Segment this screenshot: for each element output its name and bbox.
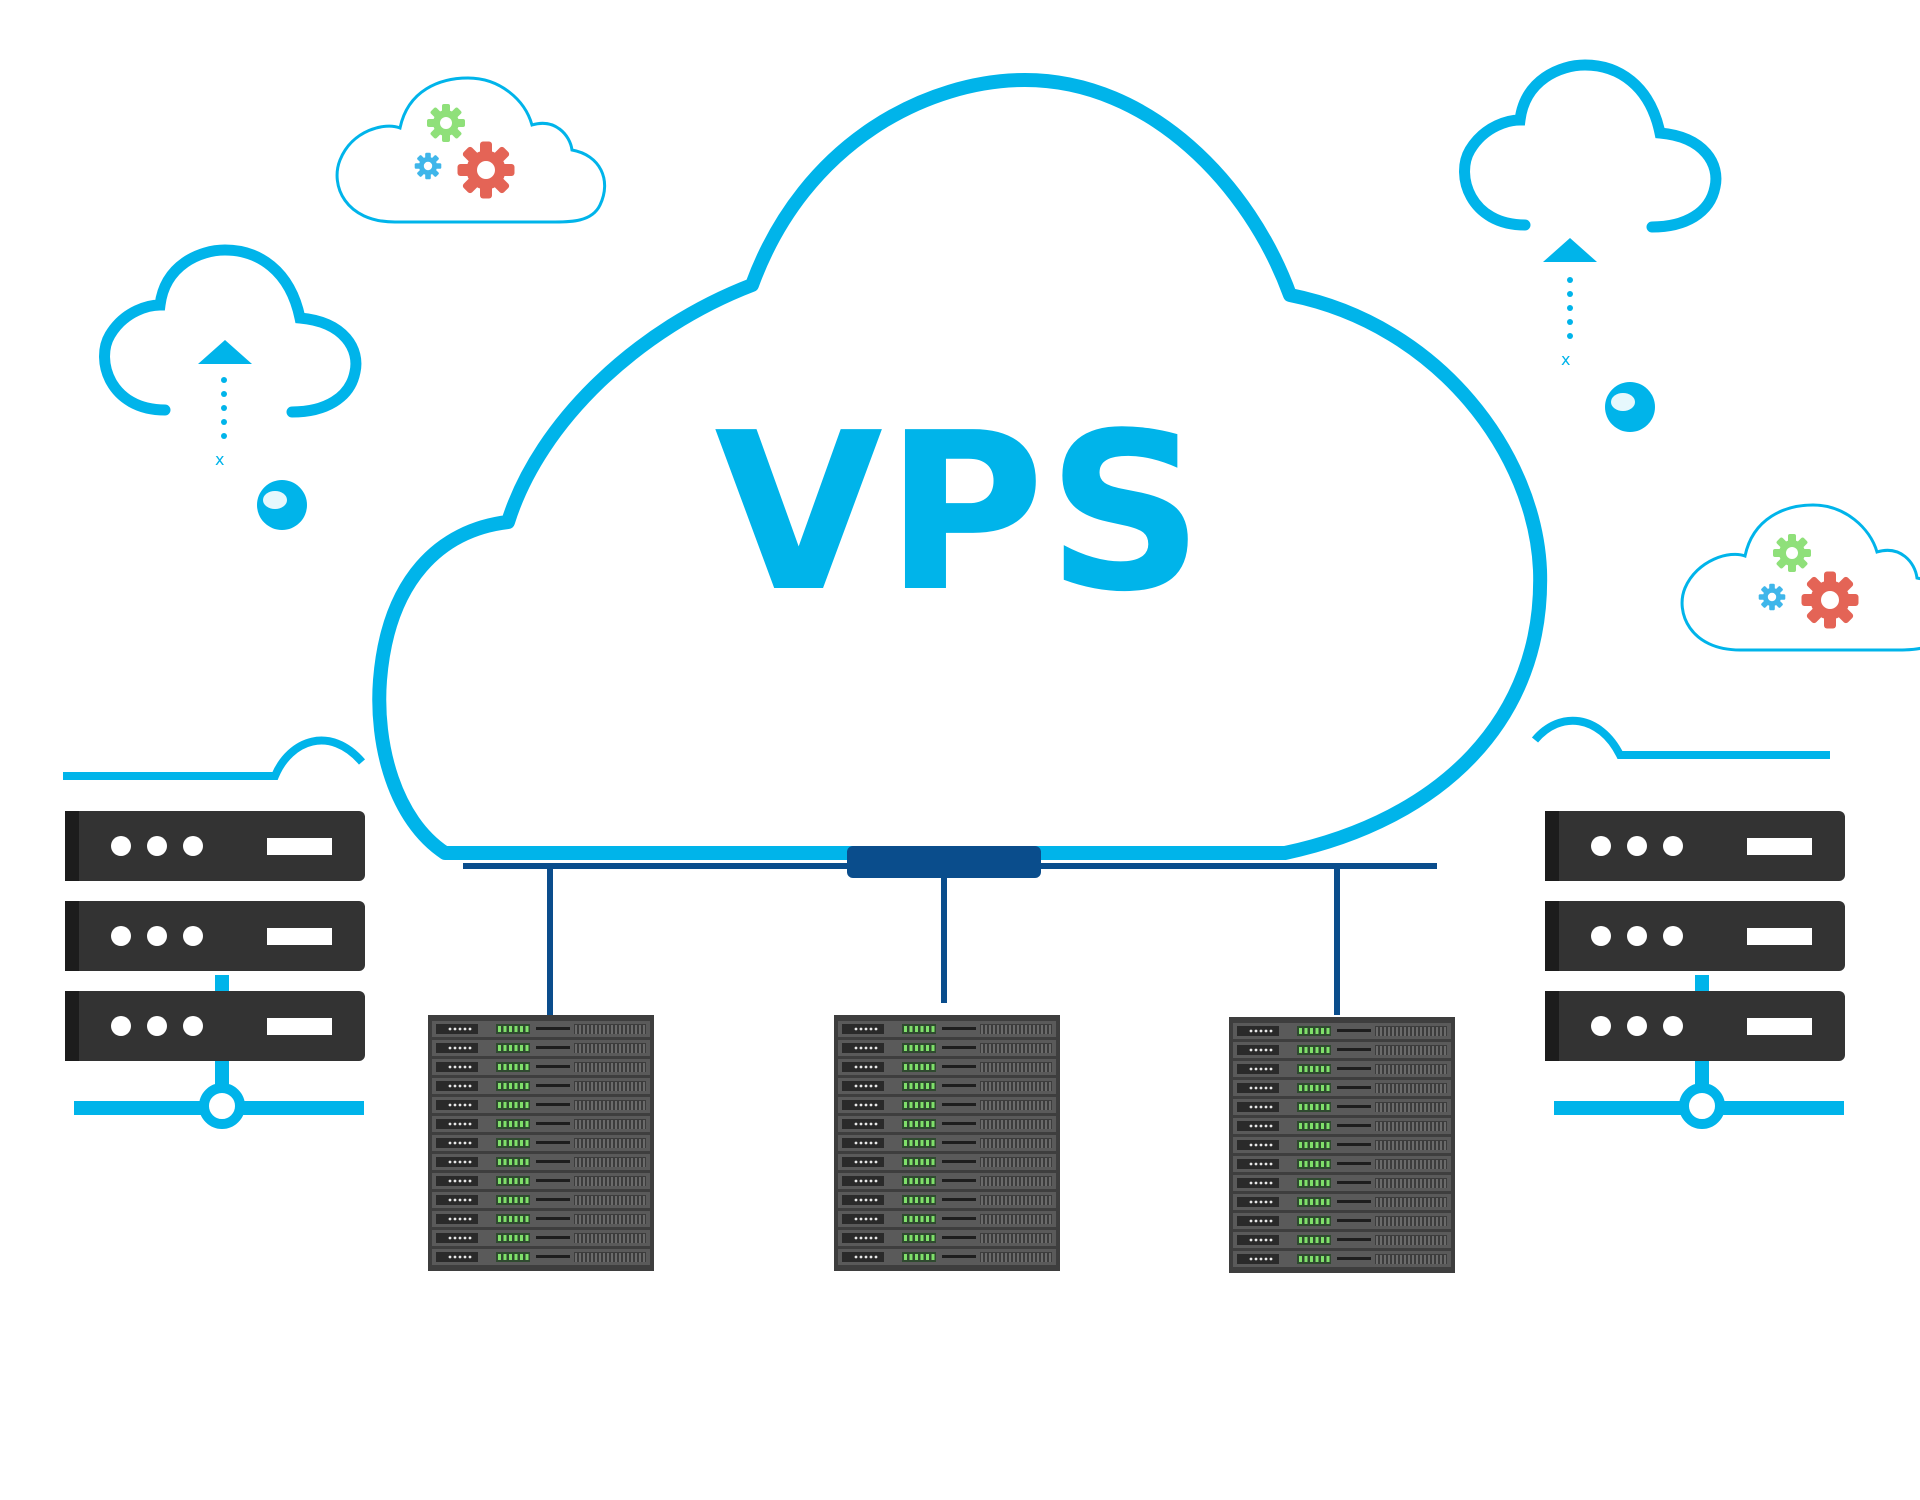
rack-server-icon	[834, 1015, 1060, 1271]
server-stack-icon	[1531, 716, 1845, 1129]
vps-title: VPS	[714, 387, 1206, 640]
vps-cloud-icon	[372, 73, 1548, 860]
settings-cloud-icon	[335, 76, 607, 224]
rack-server-icon	[1229, 1017, 1455, 1273]
server-stack-icon	[63, 736, 366, 1129]
svg-text:x: x	[1561, 350, 1570, 369]
upload-cloud-icon: x	[1459, 59, 1722, 432]
rack-server-icon	[428, 1015, 654, 1271]
upload-cloud-icon: x	[99, 244, 362, 530]
network-connector-icon	[463, 846, 1437, 1015]
settings-cloud-icon	[1680, 503, 1920, 652]
svg-text:x: x	[215, 450, 224, 469]
